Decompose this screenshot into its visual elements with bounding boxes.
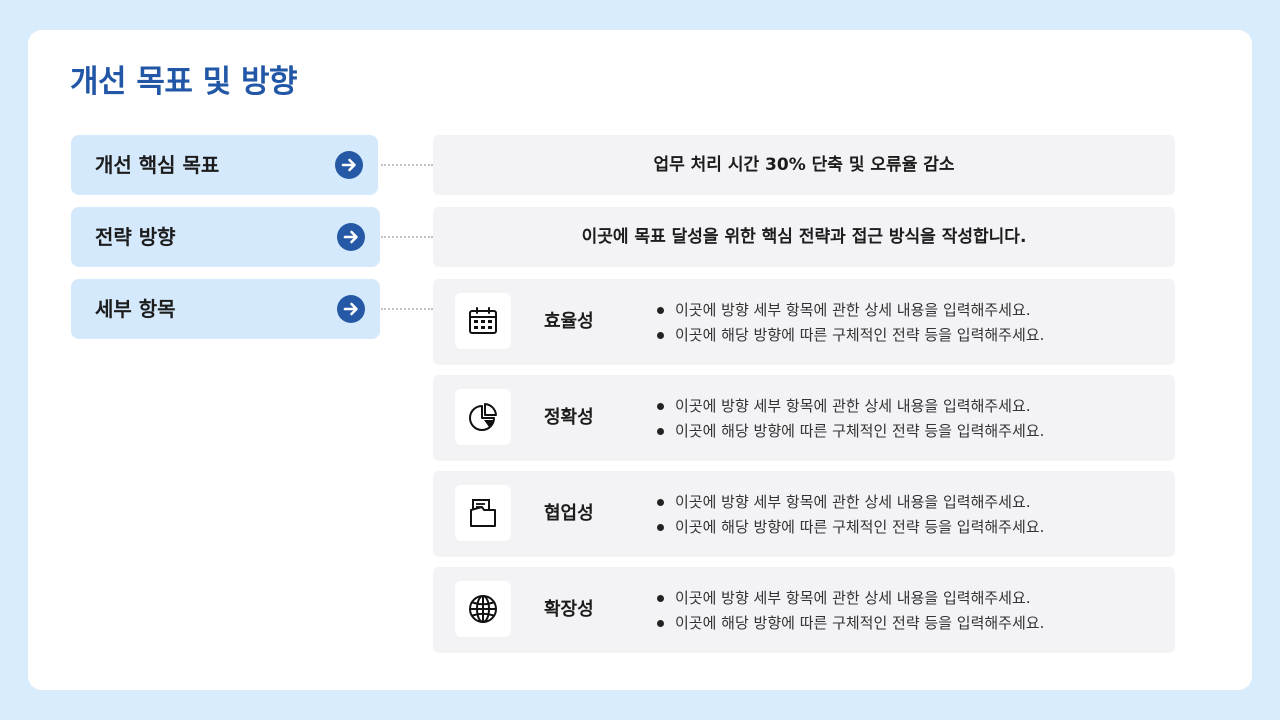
detail-name: 효율성 [544, 311, 594, 332]
connector-dots [381, 308, 433, 310]
arrow-right-circle-icon[interactable] [337, 295, 365, 323]
detail-row-accuracy: 정확성 이곳에 방향 세부 항목에 관한 상세 내용을 입력해주세요. 이곳에 … [433, 375, 1175, 461]
globe-icon [469, 595, 497, 623]
strategy-label: 전략 방향 [95, 225, 176, 249]
arrow-right-circle-icon[interactable] [335, 151, 363, 179]
bullet-item: 이곳에 방향 세부 항목에 관한 상세 내용을 입력해주세요. [653, 490, 1044, 515]
details-label: 세부 항목 [95, 297, 176, 321]
detail-bullets: 이곳에 방향 세부 항목에 관한 상세 내용을 입력해주세요. 이곳에 해당 방… [653, 298, 1044, 348]
details-label-box[interactable]: 세부 항목 [71, 279, 380, 339]
icon-box [455, 581, 511, 637]
bullet-item: 이곳에 방향 세부 항목에 관한 상세 내용을 입력해주세요. [653, 394, 1044, 419]
detail-bullets: 이곳에 방향 세부 항목에 관한 상세 내용을 입력해주세요. 이곳에 해당 방… [653, 586, 1044, 636]
pie-chart-icon [469, 403, 497, 431]
detail-row-efficiency: 효율성 이곳에 방향 세부 항목에 관한 상세 내용을 입력해주세요. 이곳에 … [433, 279, 1175, 365]
detail-name: 정확성 [544, 407, 594, 428]
bullet-item: 이곳에 방향 세부 항목에 관한 상세 내용을 입력해주세요. [653, 298, 1044, 323]
detail-row-collaboration: 협업성 이곳에 방향 세부 항목에 관한 상세 내용을 입력해주세요. 이곳에 … [433, 471, 1175, 557]
goal-label-box[interactable]: 개선 핵심 목표 [71, 135, 378, 195]
connector-dots [381, 236, 433, 238]
icon-box [455, 389, 511, 445]
bullet-item: 이곳에 해당 방향에 따른 구체적인 전략 등을 입력해주세요. [653, 611, 1044, 636]
strategy-text: 이곳에 목표 달성을 위한 핵심 전략과 접근 방식을 작성합니다. [581, 227, 1027, 247]
detail-bullets: 이곳에 방향 세부 항목에 관한 상세 내용을 입력해주세요. 이곳에 해당 방… [653, 490, 1044, 540]
detail-name: 확장성 [544, 599, 594, 620]
connector-dots [381, 164, 433, 166]
calendar-icon [469, 307, 497, 334]
detail-name: 협업성 [544, 503, 594, 524]
detail-bullets: 이곳에 방향 세부 항목에 관한 상세 내용을 입력해주세요. 이곳에 해당 방… [653, 394, 1044, 444]
detail-row-scalability: 확장성 이곳에 방향 세부 항목에 관한 상세 내용을 입력해주세요. 이곳에 … [433, 567, 1175, 653]
page-title: 개선 목표 및 방향 [70, 64, 298, 100]
folder-icon [470, 499, 496, 527]
strategy-label-box[interactable]: 전략 방향 [71, 207, 380, 267]
bullet-item: 이곳에 해당 방향에 따른 구체적인 전략 등을 입력해주세요. [653, 323, 1044, 348]
icon-box [455, 293, 511, 349]
bullet-item: 이곳에 해당 방향에 따른 구체적인 전략 등을 입력해주세요. [653, 515, 1044, 540]
goal-box: 업무 처리 시간 30% 단축 및 오류율 감소 [433, 135, 1175, 195]
icon-box [455, 485, 511, 541]
arrow-right-circle-icon[interactable] [337, 223, 365, 251]
bullet-item: 이곳에 해당 방향에 따른 구체적인 전략 등을 입력해주세요. [653, 419, 1044, 444]
goal-label: 개선 핵심 목표 [95, 153, 220, 177]
bullet-item: 이곳에 방향 세부 항목에 관한 상세 내용을 입력해주세요. [653, 586, 1044, 611]
goal-text: 업무 처리 시간 30% 단축 및 오류율 감소 [653, 155, 955, 175]
strategy-box: 이곳에 목표 달성을 위한 핵심 전략과 접근 방식을 작성합니다. [433, 207, 1175, 267]
